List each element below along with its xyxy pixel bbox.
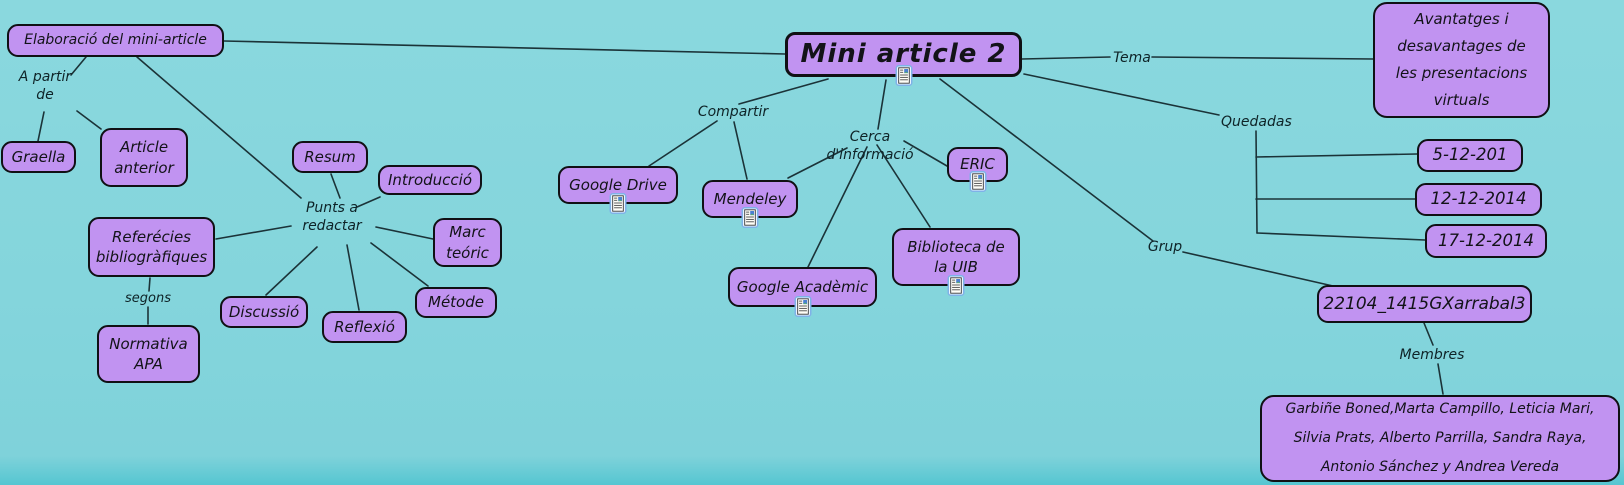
node-label: Reflexió	[334, 317, 395, 336]
node-label: Google Acadèmic	[736, 277, 869, 296]
node-google-drive[interactable]: Google Drive	[558, 166, 678, 204]
node-referencies-bibliografiques[interactable]: Referécies bibliogràfiques	[88, 217, 215, 277]
node-label: Avantatges i desavantages de les present…	[1395, 10, 1528, 109]
note-icon[interactable]	[969, 171, 986, 192]
node-biblioteca-uib[interactable]: Biblioteca de la UIB	[892, 228, 1020, 286]
edge-label-punts-a-redactar[interactable]: Punts a redactar	[302, 200, 362, 235]
node-label: 17-12-2014	[1438, 230, 1534, 250]
node-normativa-apa[interactable]: Normativa APA	[97, 325, 200, 383]
node-label: 5-12-201	[1432, 145, 1508, 165]
node-label: ERIC	[960, 155, 995, 174]
edge-label-cerca-informacio[interactable]: Cerca d'informació	[826, 129, 914, 164]
edge-label-compartir[interactable]: Compartir	[697, 104, 769, 120]
node-label: Introducció	[387, 170, 473, 189]
node-grup-codi[interactable]: 22104_1415GXarrabal3	[1317, 285, 1532, 323]
node-introduccio[interactable]: Introducció	[378, 165, 482, 195]
node-label: Marc teóric	[446, 223, 489, 262]
node-label: Referécies bibliogràfiques	[95, 227, 208, 266]
node-mini-article-2[interactable]: Mini article 2	[785, 32, 1022, 77]
node-label: 12-12-2014	[1430, 189, 1527, 209]
node-resum[interactable]: Resum	[292, 141, 368, 173]
note-icon[interactable]	[610, 193, 627, 214]
node-label: Discussió	[228, 302, 300, 321]
edge-label-a-partir-de[interactable]: A partir de	[18, 69, 72, 104]
node-label: Graella	[11, 147, 66, 166]
note-icon[interactable]	[742, 207, 759, 228]
node-label: Google Drive	[569, 175, 667, 194]
node-label: Garbiñe Boned,Marta Campillo, Leticia Ma…	[1285, 401, 1595, 475]
node-label: Biblioteca de la UIB	[907, 237, 1005, 276]
node-marc-teoric[interactable]: Marc teóric	[433, 218, 502, 267]
node-discussio[interactable]: Discussió	[220, 296, 308, 328]
note-icon[interactable]	[948, 275, 965, 296]
node-elaboracio-del-mini-article[interactable]: Elaboració del mini-article	[7, 24, 224, 57]
node-google-academic[interactable]: Google Acadèmic	[728, 267, 877, 307]
node-quedada-12-12-2014[interactable]: 12-12-2014	[1415, 183, 1542, 216]
node-quedada-17-12-2014[interactable]: 17-12-2014	[1425, 224, 1547, 258]
node-article-anterior[interactable]: Article anterior	[100, 128, 188, 187]
node-metode[interactable]: Métode	[415, 287, 497, 318]
node-graella[interactable]: Graella	[1, 141, 76, 173]
edge-label-grup[interactable]: Grup	[1147, 239, 1183, 255]
node-avantatges-presentacions-virtuals[interactable]: Avantatges i desavantages de les present…	[1373, 2, 1550, 118]
node-label: Métode	[428, 293, 484, 312]
node-label: Elaboració del mini-article	[24, 32, 207, 49]
node-membres-noms[interactable]: Garbiñe Boned,Marta Campillo, Leticia Ma…	[1260, 395, 1620, 482]
note-icon[interactable]	[895, 65, 912, 86]
node-mendeley[interactable]: Mendeley	[702, 180, 798, 218]
node-label: Resum	[304, 147, 356, 166]
edge-label-quedadas[interactable]: Quedadas	[1221, 114, 1292, 130]
edge-label-tema[interactable]: Tema	[1113, 50, 1151, 66]
node-label: Mendeley	[713, 189, 787, 208]
note-icon[interactable]	[794, 296, 811, 317]
node-reflexio[interactable]: Reflexió	[322, 311, 407, 343]
edge-label-membres[interactable]: Membres	[1399, 347, 1465, 363]
node-label: Article anterior	[114, 138, 174, 177]
edge-label-segons[interactable]: segons	[125, 291, 171, 306]
node-label: Mini article 2	[800, 38, 1007, 69]
node-label: Normativa APA	[109, 334, 188, 373]
node-label: 22104_1415GXarrabal3	[1323, 293, 1526, 314]
node-quedada-5-12-201[interactable]: 5-12-201	[1417, 139, 1523, 172]
node-eric[interactable]: ERIC	[947, 147, 1008, 182]
